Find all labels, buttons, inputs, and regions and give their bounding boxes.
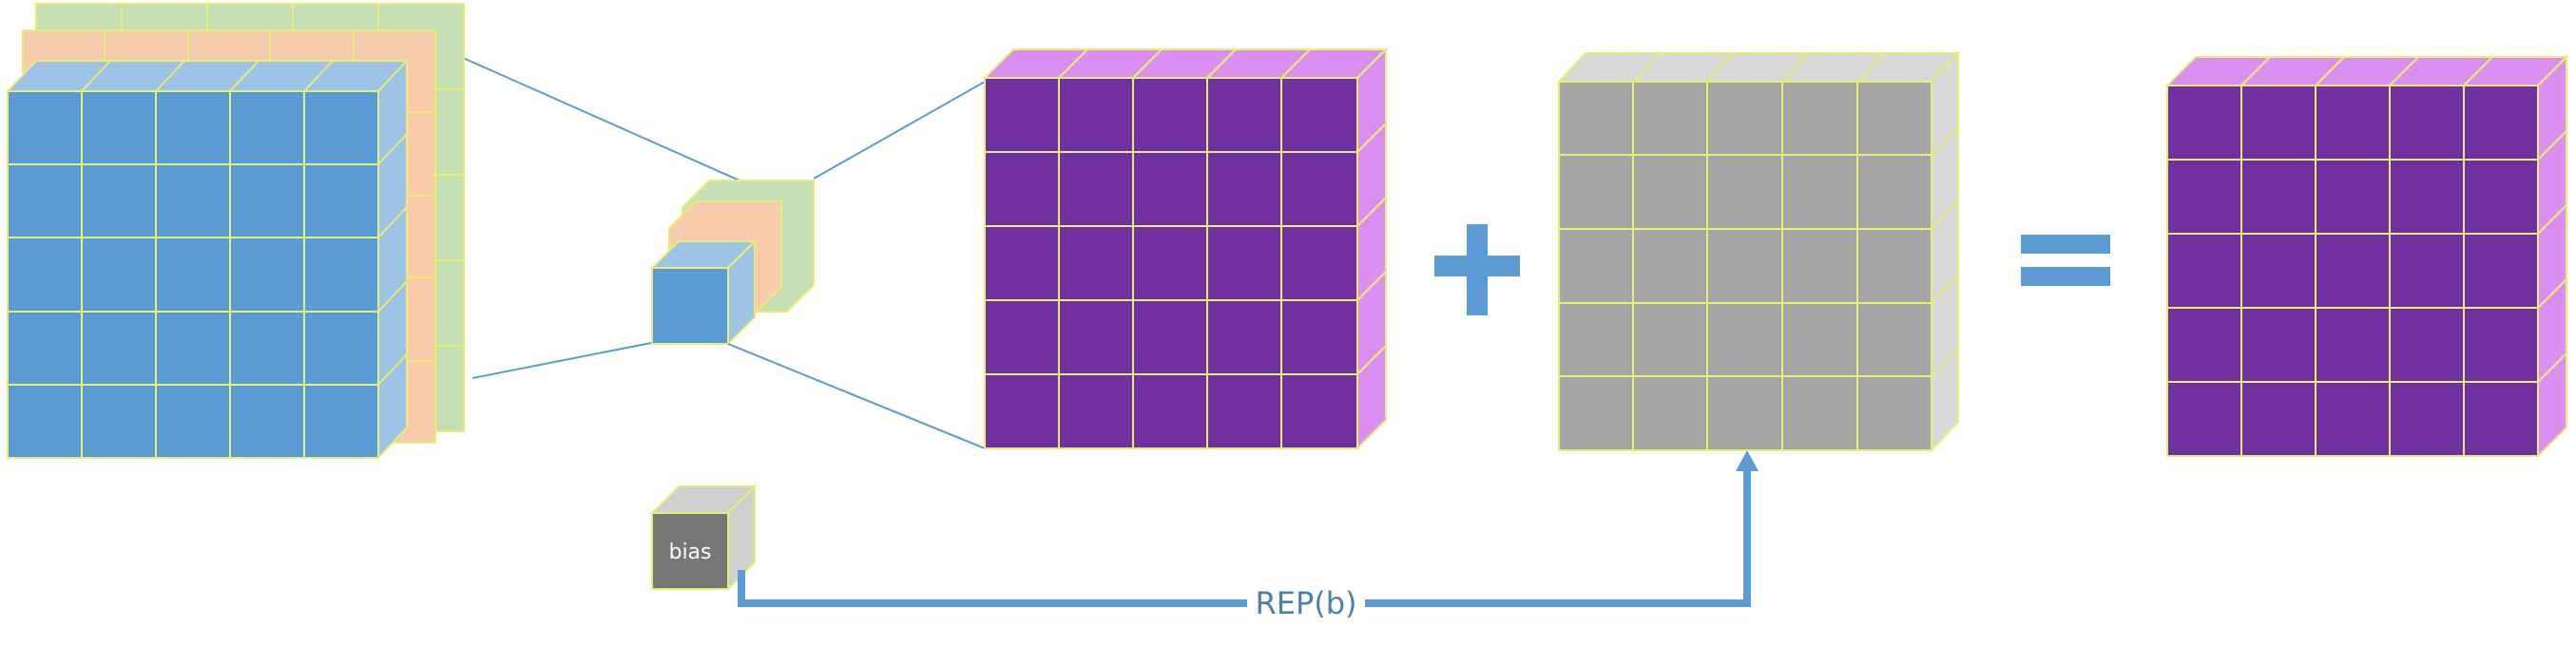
projection-line-output-top <box>813 81 986 180</box>
rep-label: REP(b) <box>1255 585 1356 621</box>
conv-output-top-face <box>982 48 1389 79</box>
projection-lines-input <box>460 56 740 379</box>
kernel-front-face <box>651 267 729 345</box>
plus-operator-icon <box>1434 224 1520 315</box>
conv-output-map <box>982 47 1389 451</box>
input-front-side-face <box>377 58 408 461</box>
projection-line-input-bottom <box>471 341 657 379</box>
input-volume <box>5 3 465 461</box>
bias-label: bias <box>668 541 711 564</box>
bias-map-side-face <box>1931 50 1959 453</box>
rep-arrow-path <box>738 467 1751 607</box>
kernel-cube <box>649 180 815 347</box>
bias-cube-front-face <box>651 512 729 590</box>
conv-output-front-face <box>984 77 1358 449</box>
rep-label-bg <box>1247 583 1365 623</box>
bias-map <box>1556 50 1961 453</box>
bias-map-front-face <box>1558 81 1932 451</box>
result-map <box>2164 54 2569 459</box>
bias-cube: bias <box>649 484 758 592</box>
result-front-face <box>2166 85 2539 457</box>
input-front-top-face <box>5 60 410 92</box>
projection-lines-output <box>727 81 986 449</box>
conv-output-side-face <box>1356 47 1387 451</box>
rep-arrowhead-icon <box>1736 450 1759 471</box>
result-side-face <box>2537 54 2567 459</box>
result-top-face <box>2164 56 2569 86</box>
projection-line-input-top <box>460 56 740 181</box>
input-layer-blue <box>5 58 410 461</box>
input-front-face <box>7 90 379 459</box>
rep-arrow: REP(b) <box>738 450 1759 623</box>
equals-operator-icon <box>2021 235 2110 286</box>
projection-line-output-bottom <box>727 343 986 449</box>
bias-map-top-face <box>1556 52 1961 83</box>
